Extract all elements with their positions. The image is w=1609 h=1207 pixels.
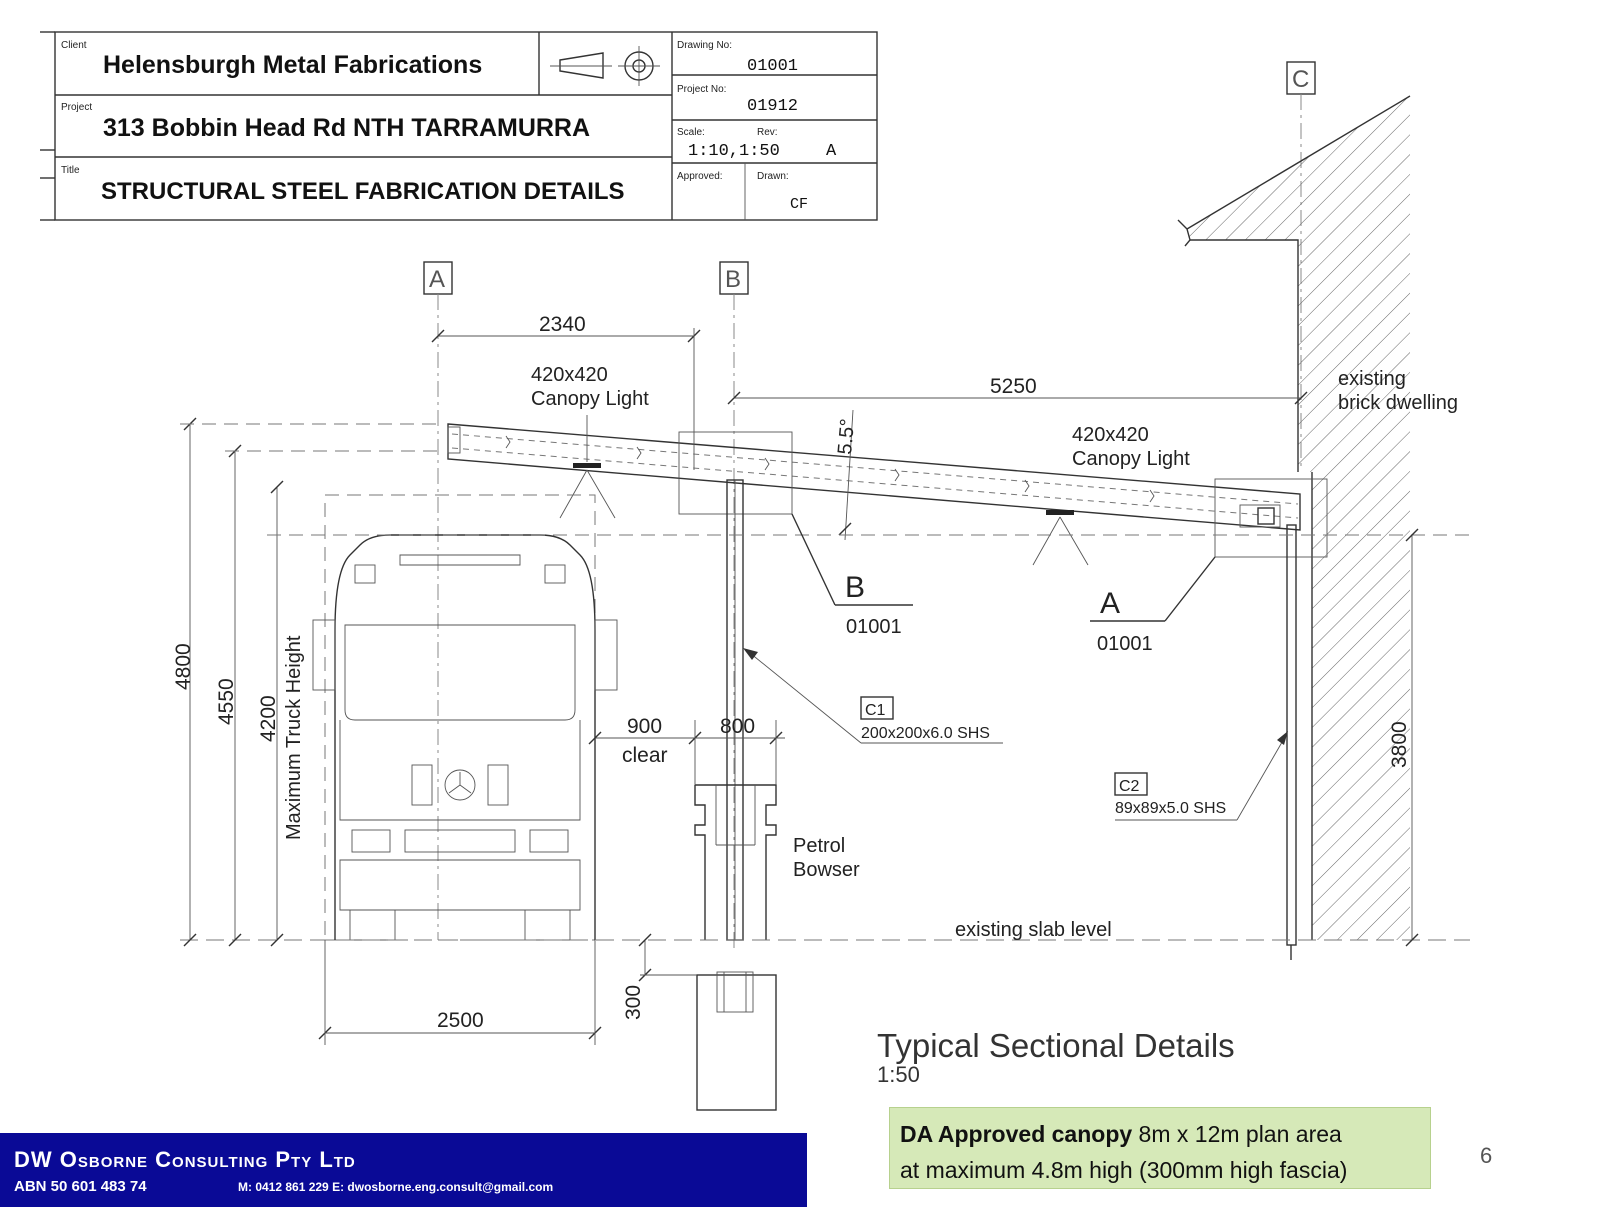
company-name: DW Osborne Consulting Pty Ltd bbox=[14, 1147, 356, 1172]
canopy-light-2-label: Canopy Light bbox=[1072, 448, 1190, 470]
dim-2340: 2340 bbox=[539, 313, 586, 336]
callout-detail-a: A 01001 bbox=[1090, 556, 1216, 655]
note-bold: DA Approved canopy bbox=[900, 1121, 1133, 1147]
projection-symbol-icon bbox=[550, 46, 660, 86]
detail-b-label: B bbox=[845, 571, 865, 604]
canopy-light-right: 420x420 Canopy Light bbox=[1032, 424, 1190, 566]
company-abn: ABN 50 601 483 74 bbox=[14, 1178, 147, 1195]
section-scale: 1:50 bbox=[877, 1062, 920, 1087]
dim-4200: 4200 bbox=[257, 695, 280, 742]
canopy-light-2-size: 420x420 bbox=[1072, 424, 1149, 446]
dim-2500: 2500 bbox=[437, 1009, 484, 1032]
project-no-label: Project No: bbox=[677, 84, 726, 95]
footing bbox=[696, 971, 777, 1111]
drawn-label: Drawn: bbox=[757, 171, 789, 182]
grid-label-b: B bbox=[725, 266, 741, 293]
c1-spec: 200x200x6.0 SHS bbox=[861, 725, 990, 742]
canopy-light-left: 420x420 Canopy Light bbox=[531, 364, 649, 519]
existing-dwelling: existing brick dwelling bbox=[1177, 95, 1458, 940]
canopy-light-1-label: Canopy Light bbox=[531, 388, 649, 410]
drawing-no: 01001 bbox=[747, 57, 798, 76]
canopy-beam bbox=[447, 423, 1328, 558]
slab-label: existing slab level bbox=[955, 919, 1112, 941]
detail-a-label: A bbox=[1100, 587, 1120, 620]
rev-label: Rev: bbox=[757, 127, 778, 138]
max-truck-height-label: Maximum Truck Height bbox=[283, 635, 305, 840]
dim-angle: 5.5° bbox=[834, 418, 859, 456]
dim-4550: 4550 bbox=[215, 678, 238, 725]
title-block: Client Helensburgh Metal Fabrications Pr… bbox=[40, 31, 878, 221]
callout-detail-b: B 01001 bbox=[791, 513, 913, 638]
scale-value: 1:10,1:50 bbox=[688, 142, 780, 161]
drawn-value: CF bbox=[790, 196, 808, 213]
dim-800: 800 bbox=[720, 715, 755, 738]
note-line1: 8m x 12m plan area bbox=[1132, 1121, 1342, 1147]
column-c1 bbox=[726, 479, 744, 941]
grid-label-a: A bbox=[429, 266, 445, 293]
dim-3800: 3800 bbox=[1388, 721, 1411, 768]
c1-tag: C1 bbox=[865, 702, 886, 719]
project-no: 01912 bbox=[747, 97, 798, 116]
truck-outline bbox=[312, 494, 618, 941]
project-name: 313 Bobbin Head Rd NTH TARRAMURRA bbox=[103, 114, 590, 142]
dim-4800: 4800 bbox=[172, 643, 195, 690]
detail-b-ref: 01001 bbox=[846, 616, 902, 638]
c2-spec: 89x89x5.0 SHS bbox=[1115, 800, 1226, 817]
rev-value: A bbox=[826, 142, 837, 161]
grid-label-c: C bbox=[1292, 66, 1309, 93]
bowser-label: Bowser bbox=[793, 859, 860, 881]
dimensions: 2340 5250 5.5° 4800 4550 4200 Maximum Tr… bbox=[172, 313, 1470, 1045]
scale-label: Scale: bbox=[677, 127, 705, 138]
approval-note: DA Approved canopy 8m x 12m plan area at… bbox=[889, 1107, 1431, 1189]
client-name: Helensburgh Metal Fabrications bbox=[103, 51, 482, 79]
section-title-group: Typical Sectional Details 1:50 bbox=[877, 1027, 1235, 1087]
column-c2 bbox=[1286, 524, 1297, 960]
canopy-light-1-size: 420x420 bbox=[531, 364, 608, 386]
c2-tag: C2 bbox=[1119, 778, 1140, 795]
dim-900: 900 bbox=[627, 715, 662, 738]
company-contact: M: 0412 861 229 E: dwosborne.eng.consult… bbox=[238, 1180, 554, 1194]
existing-label: existing bbox=[1338, 368, 1406, 390]
dim-300: 300 bbox=[622, 985, 645, 1020]
callout-c1: C1 200x200x6.0 SHS bbox=[743, 648, 1003, 744]
title-label: Title bbox=[61, 165, 80, 176]
drawing-title: STRUCTURAL STEEL FABRICATION DETAILS bbox=[101, 178, 625, 205]
petrol-label: Petrol bbox=[793, 835, 845, 857]
petrol-bowser: Petrol Bowser bbox=[694, 784, 860, 940]
project-label: Project bbox=[61, 102, 92, 113]
approved-label: Approved: bbox=[677, 171, 723, 182]
page-number: 6 bbox=[1480, 1143, 1493, 1168]
drawing-no-label: Drawing No: bbox=[677, 40, 732, 51]
brick-dwelling-label: brick dwelling bbox=[1338, 392, 1458, 414]
dim-clear: clear bbox=[622, 744, 668, 767]
section-title: Typical Sectional Details bbox=[877, 1027, 1235, 1064]
callout-c2: C2 89x89x5.0 SHS bbox=[1114, 731, 1288, 821]
client-label: Client bbox=[61, 40, 87, 51]
company-footer: DW Osborne Consulting Pty Ltd ABN 50 601… bbox=[0, 1133, 807, 1207]
dim-5250: 5250 bbox=[990, 375, 1037, 398]
slab-level: existing slab level bbox=[180, 919, 1470, 941]
note-line2: at maximum 4.8m high (300mm high fascia) bbox=[900, 1157, 1348, 1183]
detail-a-ref: 01001 bbox=[1097, 633, 1153, 655]
